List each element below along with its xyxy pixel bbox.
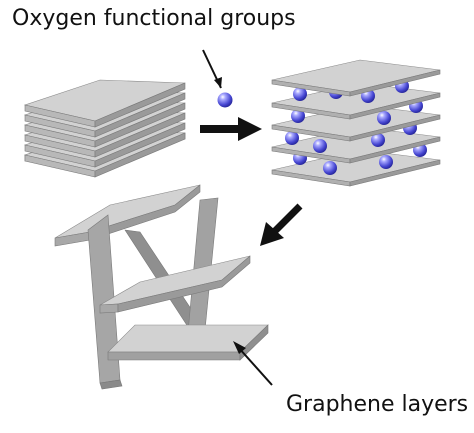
graphene-cluster (54, 184, 269, 390)
graphite-stack (23, 79, 186, 178)
graphene-layers-label: Graphene layers (286, 392, 469, 417)
oxygen-pointer-arrowhead (214, 77, 222, 88)
oxide-sheet (271, 104, 441, 142)
oxide-sheet (271, 149, 441, 187)
oxidation-arrow (200, 117, 262, 141)
exfoliation-arrow (260, 203, 303, 246)
oxide-sheet (271, 59, 441, 97)
graphene-sheet (54, 184, 201, 247)
oxygen-groups-label: Oxygen functional groups (12, 6, 296, 31)
graphene-sheet (99, 255, 251, 314)
graphene-sheet (107, 324, 269, 361)
graphene-pointer (233, 341, 273, 386)
oxygen-sphere-legend (217, 92, 233, 108)
oxide-sphere-row (291, 99, 423, 125)
graphene-sheet (87, 214, 123, 390)
graphite-sheet (23, 79, 186, 128)
graphite-oxide-stack (271, 59, 441, 187)
oxide-sheet (271, 126, 441, 164)
